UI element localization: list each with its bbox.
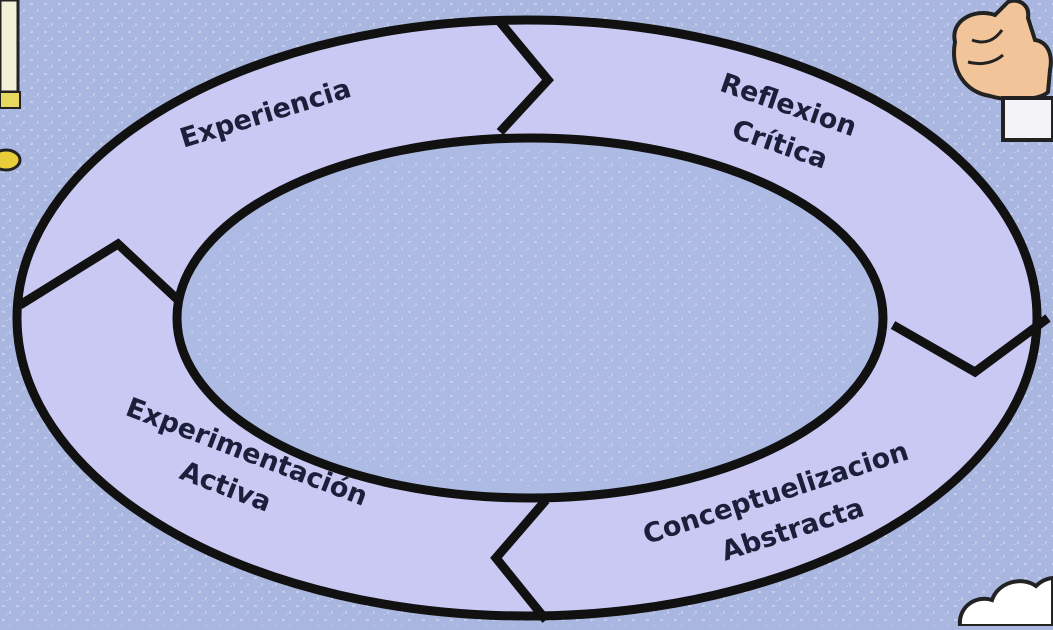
divider-left — [17, 238, 182, 309]
divider-bottom — [490, 497, 550, 623]
cloud-icon — [957, 575, 1053, 628]
thumbs-up-hand-icon — [952, 0, 1053, 142]
inner-noise — [190, 150, 870, 486]
divider-right — [890, 314, 1051, 378]
divider-top — [496, 19, 554, 136]
partial-lamp-icon — [0, 0, 22, 172]
